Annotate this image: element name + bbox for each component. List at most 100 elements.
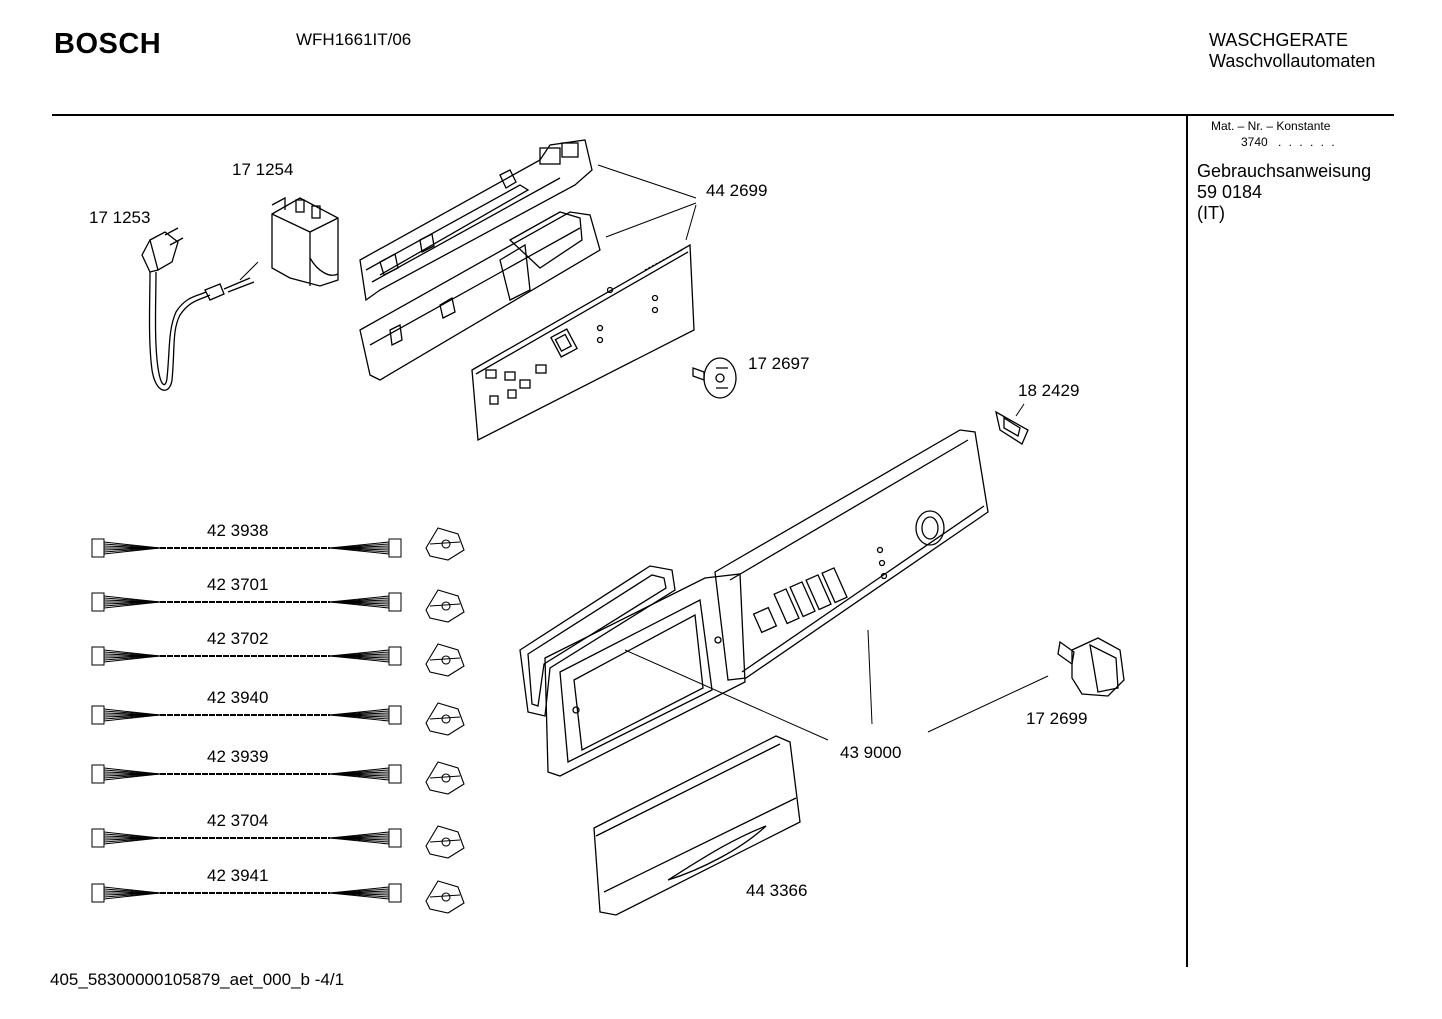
brand-logo: BOSCH	[54, 28, 162, 60]
harness-connector-sketch	[425, 880, 465, 914]
connector-port	[441, 539, 451, 549]
label-control-module: 44 2699	[706, 181, 767, 200]
harness-plug-right	[388, 828, 402, 848]
harness-connector-sketch	[425, 527, 465, 561]
harness-connector-sketch	[425, 643, 465, 677]
connector-edge	[429, 657, 461, 661]
label-filter-box: 17 1254	[232, 160, 293, 179]
label-knob-spindle: 17 2697	[748, 354, 809, 373]
module-carrier-illustration	[359, 211, 601, 381]
connector-edge	[429, 775, 461, 779]
harness-plug-right	[388, 646, 402, 666]
connector-port	[441, 714, 451, 724]
harness-row	[91, 764, 402, 784]
connector-port	[441, 773, 451, 783]
selector-knob-illustration	[927, 637, 1125, 733]
label-harness: 42 3938	[207, 521, 268, 540]
harness-wire-strand	[103, 892, 161, 900]
connector-body	[425, 589, 465, 623]
material-dots: . . . . . .	[1278, 135, 1337, 149]
harness-plug-left	[91, 646, 105, 666]
switch-clip-illustration	[995, 403, 1029, 445]
connector-port	[441, 837, 451, 847]
footer-doc-code: 405_58300000105879_aet_000_b	[50, 970, 310, 989]
label-harness: 42 3941	[207, 866, 268, 885]
label-power-cord: 17 1253	[89, 208, 150, 227]
harness-row	[91, 592, 402, 612]
harness-wire-strand	[103, 714, 161, 722]
connector-edge	[429, 716, 461, 720]
knob-spindle-illustration	[692, 357, 737, 399]
manual-number: 59 0184	[1197, 182, 1263, 202]
material-value: 3740	[1241, 135, 1268, 149]
harness-connector-sketch	[425, 589, 465, 623]
connector-body	[425, 527, 465, 561]
control-panel-leaders	[624, 629, 873, 741]
harness-plug-left	[91, 538, 105, 558]
harness-plug-right	[388, 538, 402, 558]
harness-wire-strand	[103, 601, 161, 609]
label-harness: 42 3701	[207, 575, 268, 594]
harness-connector-sketch	[425, 702, 465, 736]
material-label: Mat. – Nr. – Konstante	[1211, 119, 1331, 133]
harness-wire-strand	[329, 714, 390, 722]
harness-plug-left	[91, 883, 105, 903]
harness-plug-right	[388, 764, 402, 784]
harness-connectors-group	[425, 527, 465, 914]
label-harness: 42 3702	[207, 629, 268, 648]
footer-doc-id: 405_58300000105879_aet_000_b -4/1	[50, 970, 344, 990]
harness-row	[91, 646, 402, 666]
circuit-board-illustration	[471, 243, 695, 442]
harness-plug-right	[388, 592, 402, 612]
harness-wire-strand	[329, 773, 390, 781]
connector-body	[425, 880, 465, 914]
harness-wire-strand	[103, 655, 161, 663]
connector-edge	[429, 894, 461, 898]
filter-box-illustration	[271, 196, 339, 287]
drawer-handle-illustration	[593, 735, 801, 916]
category-title: WASCHGERATE	[1209, 30, 1349, 50]
harness-wires-group	[91, 538, 402, 903]
harness-wire-strand	[329, 655, 390, 663]
harness-row	[91, 883, 402, 903]
harness-plug-left	[91, 828, 105, 848]
label-switch-clip: 18 2429	[1018, 381, 1079, 400]
harness-connector-sketch	[425, 761, 465, 795]
connector-port	[441, 601, 451, 611]
manual-language: (IT)	[1197, 203, 1225, 223]
connector-port	[441, 655, 451, 665]
label-harness: 42 3939	[207, 747, 268, 766]
model-number: WFH1661IT/06	[296, 30, 412, 49]
label-harness: 42 3940	[207, 688, 268, 707]
harness-plug-left	[91, 592, 105, 612]
category-subtitle: Waschvollautomaten	[1209, 51, 1376, 71]
harness-row	[91, 705, 402, 725]
module-housing-illustration	[359, 139, 593, 302]
harness-wire-strand	[103, 773, 161, 781]
harness-connector-sketch	[425, 825, 465, 859]
harness-row	[91, 828, 402, 848]
harness-wire-strand	[103, 837, 161, 845]
connector-edge	[429, 603, 461, 607]
connector-edge	[429, 541, 461, 545]
harness-plug-right	[388, 705, 402, 725]
harness-wire-strand	[329, 837, 390, 845]
label-control-panel: 43 9000	[840, 743, 901, 762]
footer-page: -4/1	[314, 970, 345, 989]
side-panel-divider	[1186, 115, 1188, 967]
harness-wire-strand	[329, 892, 390, 900]
label-selector-knob: 17 2699	[1026, 709, 1087, 728]
harness-plug-right	[388, 883, 402, 903]
harness-plug-left	[91, 705, 105, 725]
connector-edge	[429, 839, 461, 843]
harness-wire-strand	[103, 547, 161, 555]
connector-port	[441, 892, 451, 902]
manual-title: Gebrauchsanweisung	[1197, 161, 1372, 181]
header-divider	[52, 114, 1394, 116]
connector-body	[425, 702, 465, 736]
label-drawer-handle: 44 3366	[746, 881, 807, 900]
harness-row	[91, 538, 402, 558]
harness-wire-strand	[329, 601, 390, 609]
connector-body	[425, 643, 465, 677]
